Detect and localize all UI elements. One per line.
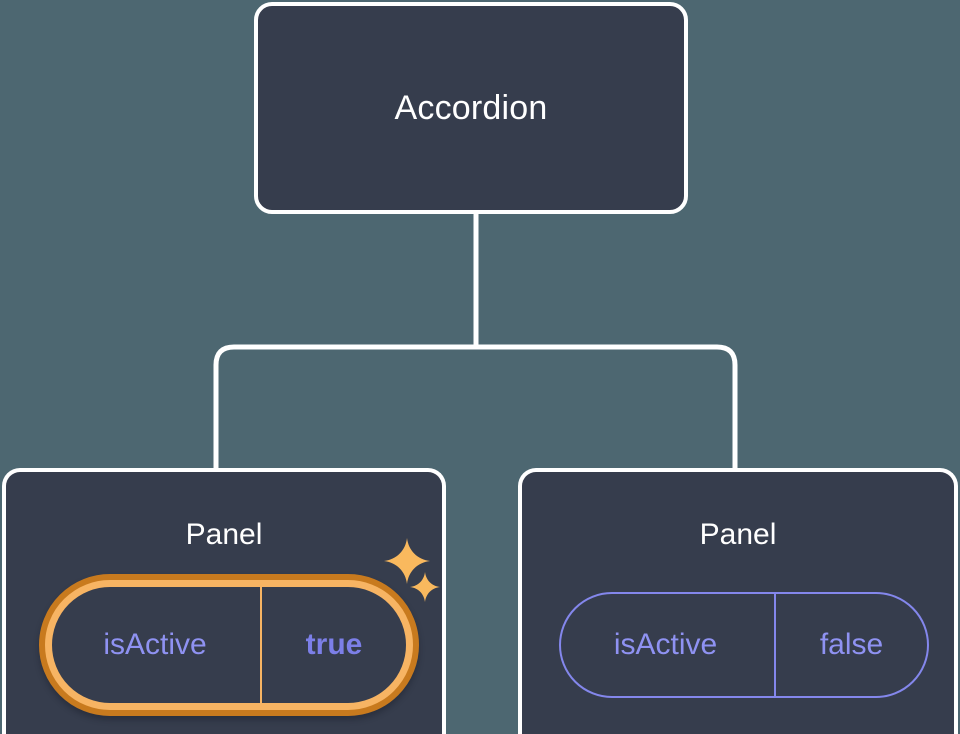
node-title: Accordion (394, 89, 548, 127)
tree-node-panel-right[interactable]: Panel isActive false (518, 468, 958, 734)
prop-pill[interactable]: isActive false (559, 592, 929, 698)
node-title: Panel (185, 518, 263, 551)
prop-value: false (774, 594, 927, 696)
highlight-outline (39, 574, 419, 716)
prop-key: isActive (103, 628, 207, 661)
prop-key: isActive (613, 628, 718, 661)
tree-node-panel-left[interactable]: Panel isActive true (2, 468, 446, 734)
prop-pill-highlighted[interactable]: isActive true (39, 574, 419, 716)
prop-value: true (260, 587, 406, 703)
prop-pill[interactable]: isActive true (45, 580, 413, 710)
node-title: Panel (699, 518, 777, 551)
tree-node-accordion[interactable]: Accordion (254, 2, 688, 214)
